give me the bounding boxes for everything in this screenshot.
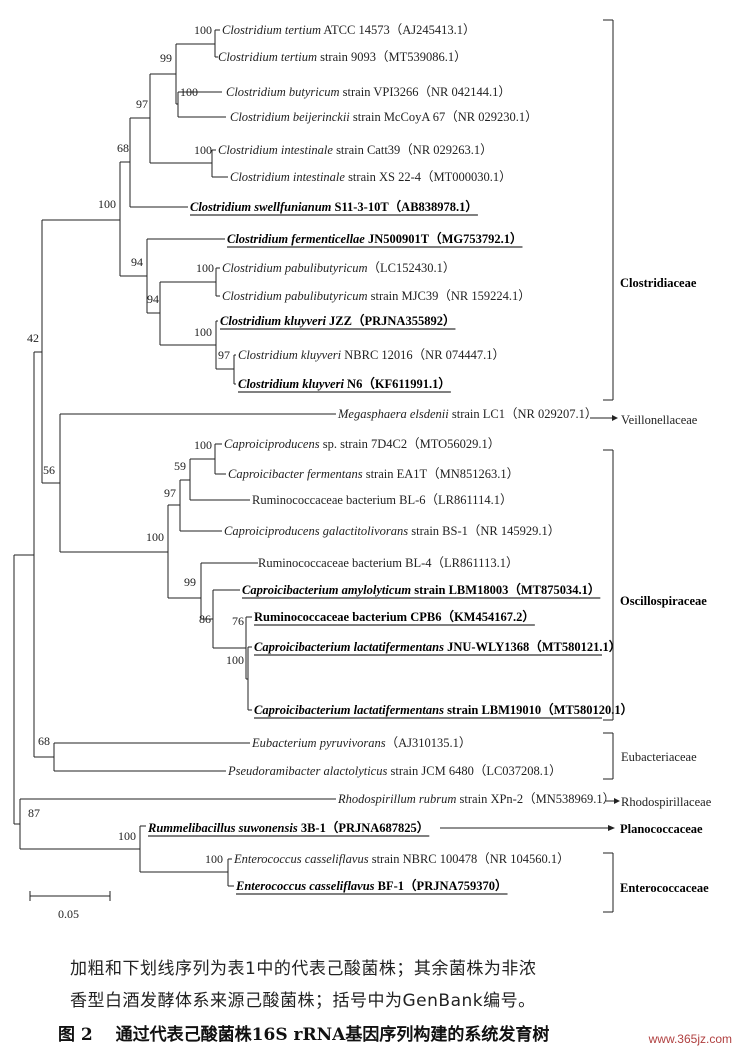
family-brackets bbox=[440, 19, 614, 913]
taxon-label: Caproicibacterium amylolyticum strain LB… bbox=[242, 582, 600, 597]
bootstrap-values: 100 99 100 97 100 68 100 94 100 94 100 97 42 56 100 59 9… bbox=[27, 23, 244, 866]
bootstrap-value: 86 bbox=[199, 612, 211, 626]
taxon-label: Clostridium pabulibutyricum（LC152430.1） bbox=[222, 261, 455, 275]
bootstrap-value: 100 bbox=[205, 852, 223, 866]
taxon-label: Clostridium intestinale strain Catt39（NR… bbox=[218, 143, 493, 157]
family-planococcaceae: Planococcaceae bbox=[620, 822, 703, 836]
arrow-icon bbox=[608, 825, 615, 831]
bootstrap-value: 97 bbox=[164, 486, 176, 500]
bootstrap-value: 97 bbox=[136, 97, 148, 111]
arrow-icon bbox=[612, 415, 618, 421]
taxon-label: Rummelibacillus suwonensis 3B-1（PRJNA687… bbox=[147, 820, 429, 835]
taxon-label: Caproiciproducens galactitolivorans stra… bbox=[224, 524, 560, 538]
taxon-label: Clostridium pabulibutyricum strain MJC39… bbox=[222, 289, 531, 303]
bootstrap-value: 100 bbox=[194, 325, 212, 339]
bootstrap-value: 100 bbox=[98, 197, 116, 211]
taxon-label: Clostridium kluyveri JZZ（PRJNA355892） bbox=[220, 313, 455, 328]
family-clostridiaceae: Clostridiaceae bbox=[620, 276, 697, 290]
taxon-label: Clostridium intestinale strain XS 22-4（M… bbox=[230, 170, 512, 184]
arrow-heads bbox=[608, 415, 620, 831]
taxon-label: Ruminococcaceae bacterium CPB6（KM454167.… bbox=[254, 609, 535, 624]
bootstrap-value: 100 bbox=[196, 261, 214, 275]
taxon-label: Clostridium butyricum strain VPI3266（NR … bbox=[226, 85, 511, 99]
bootstrap-value: 59 bbox=[174, 459, 186, 473]
caption-line-2: 香型白酒发酵体系来源己酸菌株；括号中为GenBank编号。 bbox=[70, 991, 536, 1011]
taxon-labels: Clostridium tertium ATCC 14573（AJ245413.… bbox=[147, 23, 633, 895]
taxon-label: Caproicibacterium lactatifermentans JNU-… bbox=[254, 639, 621, 654]
taxon-label: Enterococcus casseliflavus BF-1（PRJNA759… bbox=[235, 878, 508, 893]
taxon-label: Ruminococcaceae bacterium BL-4（LR861113.… bbox=[258, 556, 518, 570]
family-veillonellaceae: Veillonellaceae bbox=[621, 413, 698, 427]
bootstrap-value: 100 bbox=[194, 143, 212, 157]
bootstrap-value: 87 bbox=[28, 806, 40, 820]
family-eubacteriaceae: Eubacteriaceae bbox=[621, 750, 697, 764]
figure-title: 图 2 通过代表己酸菌株16S rRNA基因序列构建的系统发育树 bbox=[58, 1025, 550, 1045]
taxon-label: Megasphaera elsdenii strain LC1（NR 02920… bbox=[337, 407, 597, 421]
taxon-label: Enterococcus casseliflavus strain NBRC 1… bbox=[233, 852, 570, 866]
taxon-label: Eubacterium pyruvivorans（AJ310135.1） bbox=[251, 736, 471, 750]
bootstrap-value: 68 bbox=[38, 734, 50, 748]
bootstrap-value: 100 bbox=[194, 438, 212, 452]
bootstrap-value: 100 bbox=[118, 829, 136, 843]
bootstrap-value: 100 bbox=[194, 23, 212, 37]
taxon-label: Caproicibacterium lactatifermentans stra… bbox=[254, 702, 633, 717]
taxon-label: Clostridium kluyveri N6（KF611991.1） bbox=[238, 376, 451, 391]
watermark: www.365jz.com bbox=[648, 1032, 732, 1046]
family-rhodospirillaceae: Rhodospirillaceae bbox=[621, 795, 712, 809]
bootstrap-value: 94 bbox=[131, 255, 143, 269]
caption-line-1: 加粗和下划线序列为表1中的代表己酸菌株；其余菌株为非浓 bbox=[70, 959, 537, 979]
bootstrap-value: 100 bbox=[226, 653, 244, 667]
bootstrap-value: 97 bbox=[218, 348, 230, 362]
bootstrap-value: 100 bbox=[180, 85, 198, 99]
taxon-label: Clostridium tertium ATCC 14573（AJ245413.… bbox=[222, 23, 476, 37]
taxon-label: Caproiciproducens sp. strain 7D4C2（MTO56… bbox=[224, 437, 500, 451]
taxon-label: Clostridium beijerinckii strain McCoyA 6… bbox=[230, 110, 538, 124]
taxon-label: Rhodospirillum rubrum strain XPn-2（MN538… bbox=[337, 792, 615, 806]
taxon-label: Clostridium fermenticellae JN500901T（MG7… bbox=[227, 231, 522, 246]
family-oscillospiraceae: Oscillospiraceae bbox=[620, 594, 707, 608]
scale-bar-label: 0.05 bbox=[58, 907, 79, 921]
bootstrap-value: 42 bbox=[27, 331, 39, 345]
bootstrap-value: 100 bbox=[146, 530, 164, 544]
bootstrap-value: 99 bbox=[160, 51, 172, 65]
tree-branches bbox=[13, 29, 336, 901]
taxon-label: Clostridium kluyveri NBRC 12016（NR 07444… bbox=[238, 348, 505, 362]
bootstrap-value: 76 bbox=[232, 614, 244, 628]
bootstrap-value: 94 bbox=[147, 292, 159, 306]
family-enterococcaceae: Enterococcaceae bbox=[620, 881, 709, 895]
taxon-label: Clostridium swellfunianum S11-3-10T（AB83… bbox=[190, 199, 478, 214]
taxon-label: Pseudoramibacter alactolyticus strain JC… bbox=[227, 764, 562, 778]
bootstrap-value: 56 bbox=[43, 463, 55, 477]
arrow-icon bbox=[614, 798, 620, 804]
taxon-label: Ruminococcaceae bacterium BL-6（LR861114.… bbox=[252, 493, 512, 507]
bootstrap-value: 68 bbox=[117, 141, 129, 155]
taxon-label: Clostridium tertium strain 9093（MT539086… bbox=[218, 50, 467, 64]
bootstrap-value: 99 bbox=[184, 575, 196, 589]
taxon-label: Caproicibacter fermentans strain EA1T（MN… bbox=[228, 467, 519, 481]
